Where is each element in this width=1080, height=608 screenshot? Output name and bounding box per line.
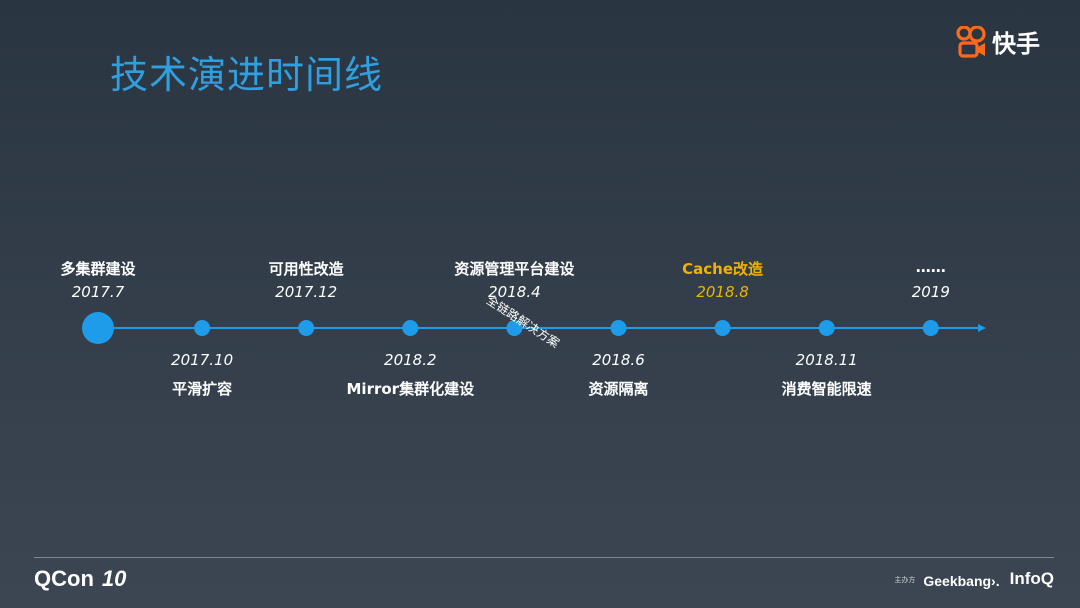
milestone-dot [818,320,835,336]
milestone-date: 2018.4 [488,283,541,301]
brand-name: 快手 [992,30,1040,58]
qcon-logo: QCon 10 [34,566,126,592]
milestone-event: …… [915,258,946,276]
milestone-dot [610,320,627,336]
milestone-date: 2017.10 [171,351,234,369]
infoq-logo: InfoQ [1009,569,1054,588]
qcon-edition: 10 [101,566,127,591]
milestone-date: 2017.7 [71,283,125,301]
milestone-date: 2018.11 [795,351,858,369]
milestone-dot [922,320,939,336]
sponsor-logos: 主办方 Geekbang›. InfoQ [894,569,1054,589]
milestone-event: 多集群建设 [60,260,136,278]
milestone-event: Mirror集群化建设 [346,380,475,398]
milestone-date: 2017.12 [275,283,338,301]
footer-divider [34,557,1054,558]
geekbang-logo: Geekbang›. [923,573,1000,589]
milestone-event: Cache改造 [682,260,764,278]
milestone-dot [714,320,731,336]
milestone-dot [82,312,114,344]
sponsor-label: 主办方 [894,576,916,584]
milestone-event: 消费智能限速 [781,380,872,398]
milestone-event: 可用性改造 [268,260,344,278]
timeline-arrow-icon [978,324,986,332]
milestone-dot [402,320,419,336]
milestone-dot [298,320,315,336]
milestone-date: 2018.2 [384,351,437,369]
milestone-date: 2018.8 [696,283,749,301]
milestone-event: 资源管理平台建设 [454,260,575,278]
milestone-event: 平滑扩容 [172,380,233,398]
page-title: 技术演进时间线 [110,53,384,97]
milestone-event: 资源隔离 [588,380,649,398]
milestone-dot [506,320,523,336]
milestone-dot [194,320,211,336]
milestone-date: 2018.6 [592,351,645,369]
milestone-date: 2019 [911,283,950,301]
brand-logo: 快手 [956,24,1040,59]
kuaishou-logo-icon [956,25,986,58]
qcon-name: QCon [34,566,94,591]
